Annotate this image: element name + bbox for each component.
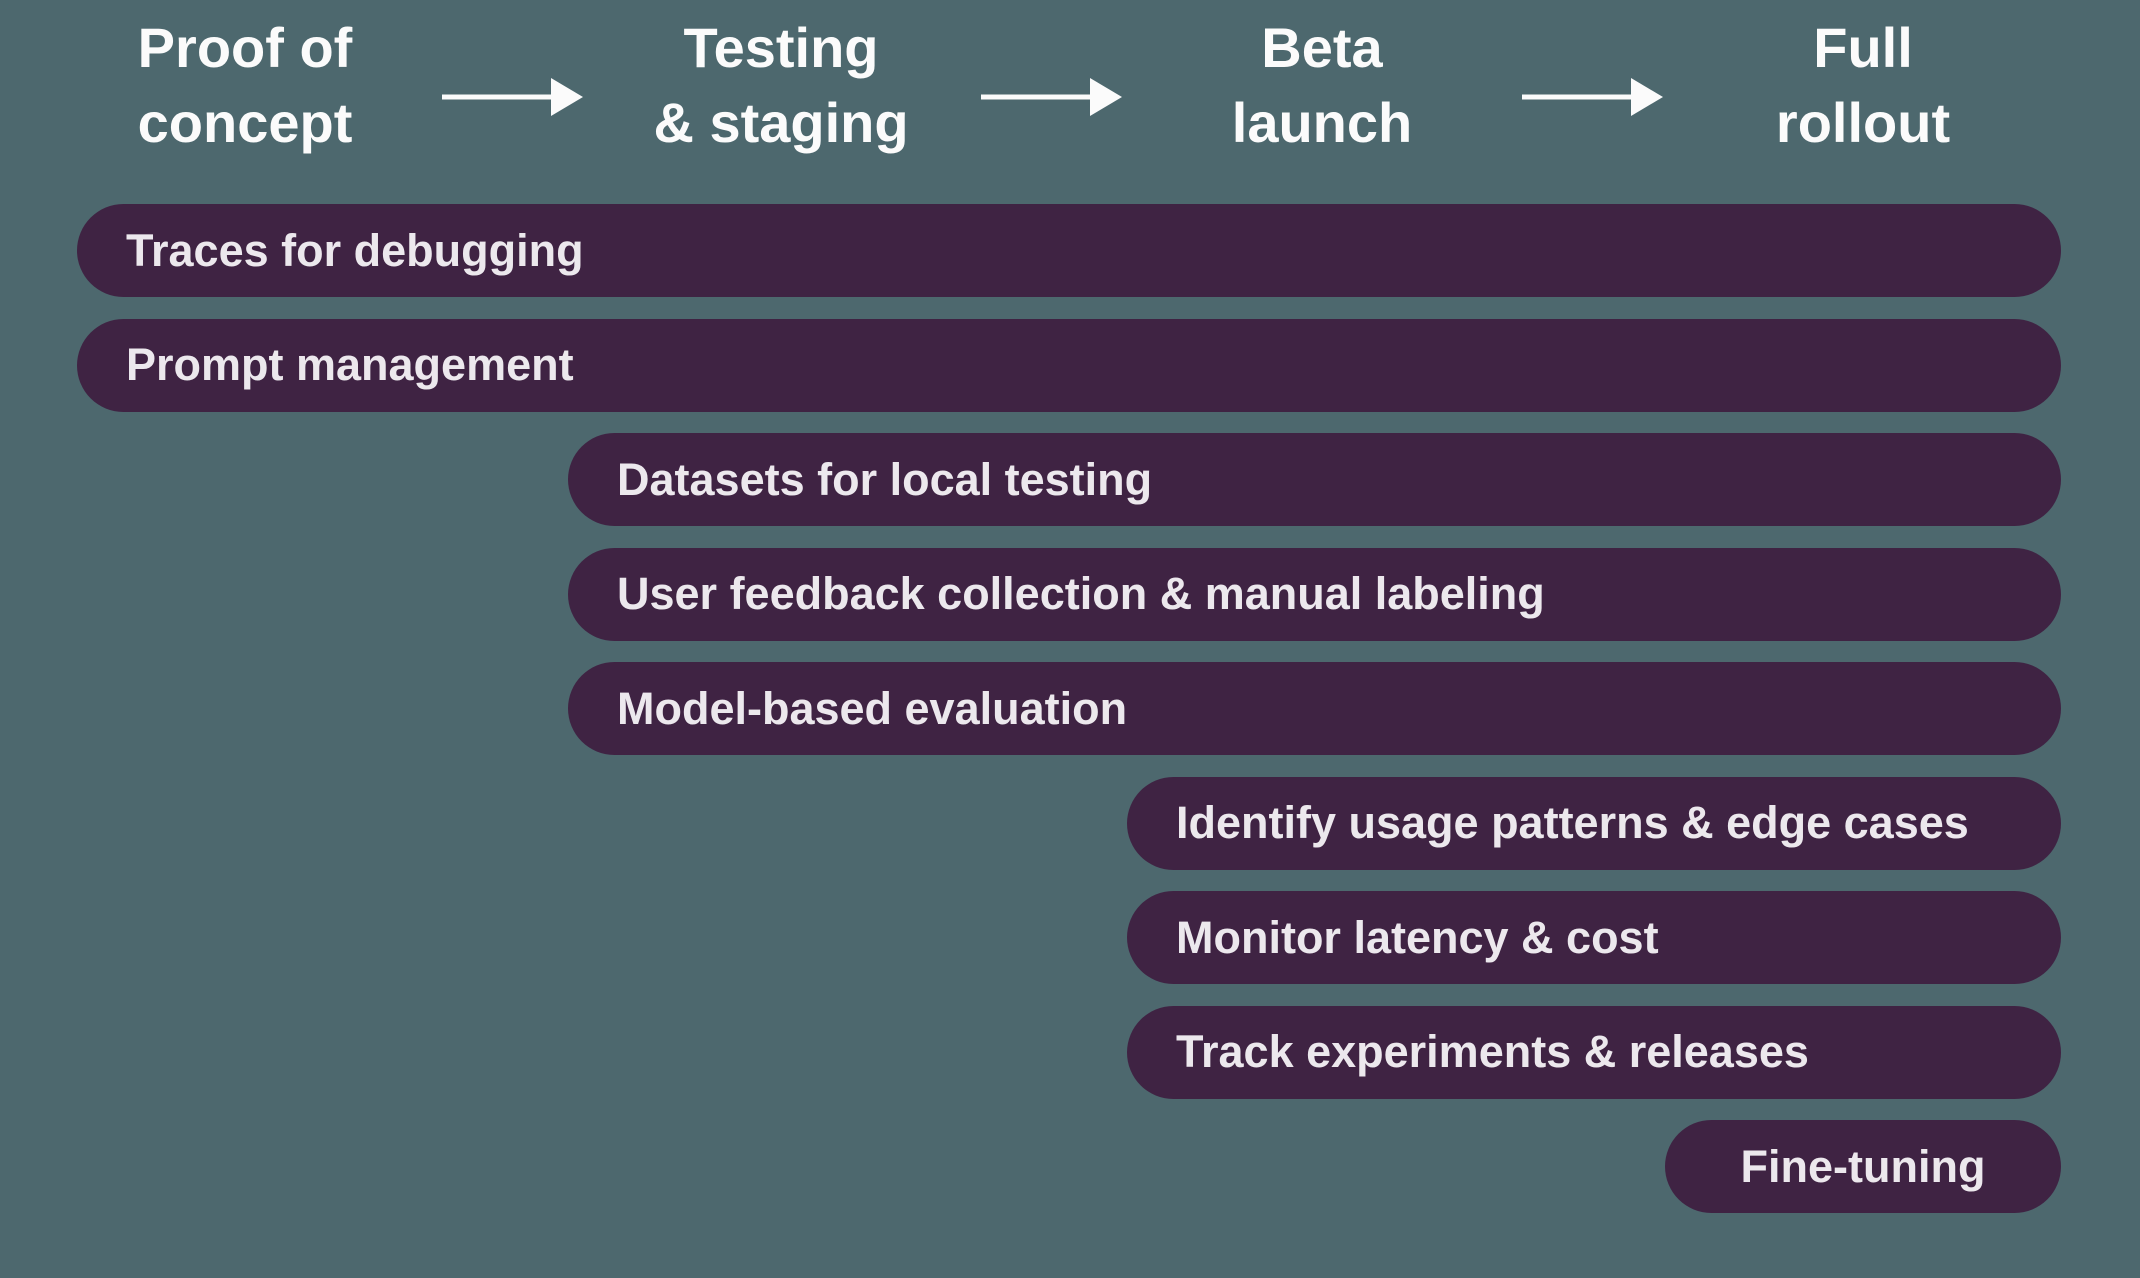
bar-label: Fine-tuning	[1740, 1140, 1986, 1192]
bar-user-feedback-collection: User feedback collection & manual labeli…	[568, 547, 2061, 641]
phase-label-line: Full	[1813, 16, 1913, 79]
bar-label: Track experiments & releases	[1176, 1026, 1809, 1077]
phase-label-line: launch	[1231, 91, 1413, 154]
phase-header-full-rollout: Full rollout	[1776, 10, 1950, 160]
phase-label-line: Beta	[1261, 16, 1383, 79]
right-arrow-icon	[981, 78, 1122, 116]
bar-identify-usage-patterns: Identify usage patterns & edge cases	[1127, 776, 2061, 870]
right-arrow-icon	[442, 78, 583, 116]
phase-label-line: rollout	[1775, 91, 1951, 154]
bar-label: Model-based evaluation	[617, 682, 1128, 734]
phase-header-row: Proof of concept Testing & staging Beta …	[0, 10, 2140, 170]
bar-track-experiments-releases: Track experiments & releases	[1127, 1005, 2061, 1099]
phase-label-line: concept	[137, 91, 353, 154]
phase-label-line: & staging	[653, 91, 909, 154]
bar-label: User feedback collection & manual labeli…	[617, 568, 1545, 619]
bar-monitor-latency-cost: Monitor latency & cost	[1127, 891, 2061, 984]
right-arrow-icon	[1522, 78, 1663, 116]
bar-label: Traces for debugging	[126, 224, 584, 276]
bar-label: Monitor latency & cost	[1176, 911, 1659, 963]
bar-prompt-management: Prompt management	[77, 318, 2061, 412]
phase-label-line: Testing	[683, 16, 879, 79]
bar-fine-tuning: Fine-tuning	[1665, 1120, 2061, 1213]
bar-traces-for-debugging: Traces for debugging	[77, 204, 2061, 297]
bar-label: Datasets for local testing	[617, 453, 1153, 505]
bar-model-based-evaluation: Model-based evaluation	[568, 662, 2061, 755]
phase-label-line: Proof of	[137, 16, 353, 79]
phase-header-beta-launch: Beta launch	[1232, 10, 1412, 160]
phase-header-testing-staging: Testing & staging	[653, 10, 908, 160]
bar-datasets-for-local-testing: Datasets for local testing	[568, 433, 2061, 526]
phase-header-proof-of-concept: Proof of concept	[138, 10, 353, 160]
bar-label: Prompt management	[126, 339, 574, 390]
bar-label: Identify usage patterns & edge cases	[1176, 797, 1969, 848]
timeline-bars: Traces for debugging Prompt management D…	[0, 204, 2140, 1213]
